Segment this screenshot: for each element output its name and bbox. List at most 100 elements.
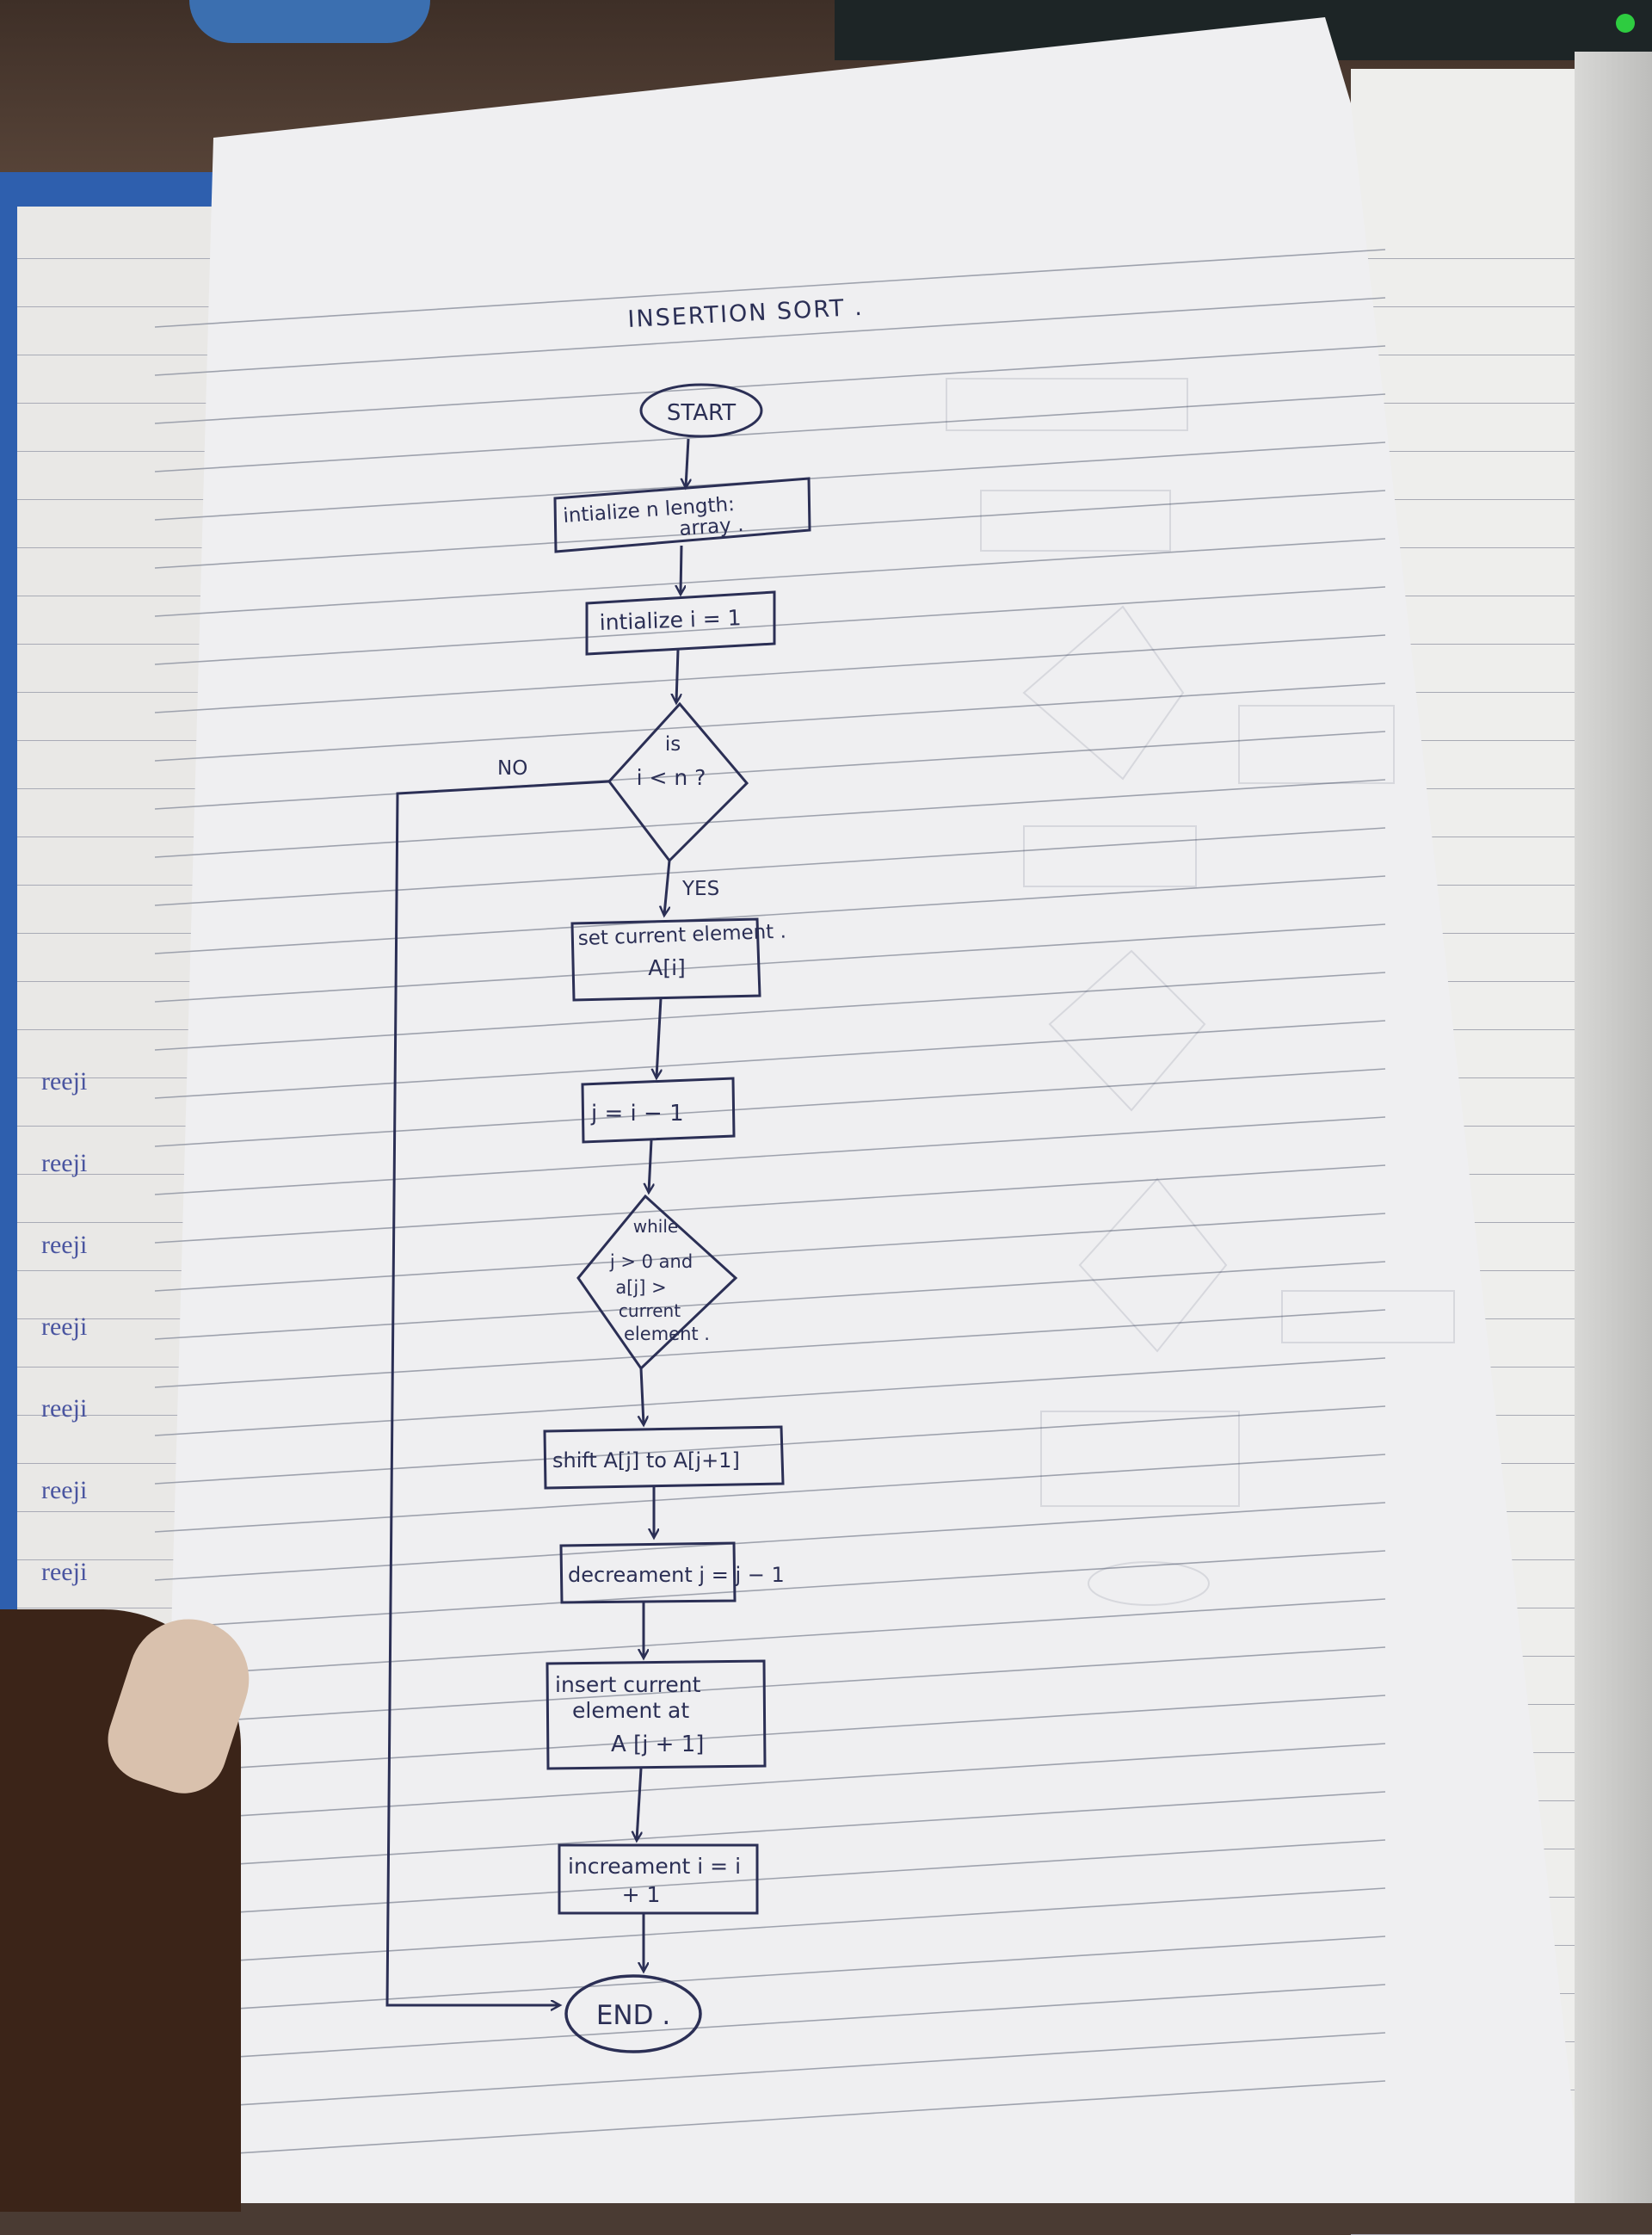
ruled-line [17, 1029, 224, 1030]
insert-line1: insert current [555, 1672, 701, 1697]
ruled-line [154, 393, 1386, 472]
edge-arrow [676, 649, 678, 702]
ruled-line [1351, 1415, 1652, 1416]
ruled-line [1351, 1174, 1652, 1175]
ruled-line [1351, 1029, 1652, 1030]
page-tab-text: reeji [41, 1394, 88, 1423]
ruled-line [154, 779, 1386, 858]
ruled-line [1351, 306, 1652, 307]
edge-arrow [649, 1139, 651, 1192]
ruled-line [154, 1598, 1386, 1677]
insert-box [546, 1659, 767, 1770]
ruled-line [154, 634, 1386, 713]
ruled-line [154, 731, 1386, 810]
ruled-line [17, 885, 224, 886]
ruled-line [1351, 451, 1652, 452]
ruled-line [154, 1550, 1386, 1629]
increment-line2: + 1 [622, 1882, 661, 1907]
while-line3: a[j] > [615, 1277, 666, 1298]
decision-i-line1: is [665, 733, 681, 756]
ruled-line [17, 1222, 224, 1223]
ruled-line [1351, 499, 1652, 500]
ruled-lines [154, 249, 1386, 2159]
set-current-line2: A[i] [648, 955, 686, 980]
ruled-line [17, 499, 224, 500]
yes-label: YES [681, 878, 719, 900]
edge-arrow [664, 860, 671, 915]
ruled-line [154, 1309, 1386, 1388]
ruled-line [17, 1367, 224, 1368]
ruled-line [1351, 1270, 1652, 1271]
ruled-line [154, 2080, 1386, 2159]
ruled-line [17, 1463, 224, 1464]
ruled-line [17, 1511, 224, 1512]
ruled-line [154, 538, 1386, 617]
status-light-icon [1616, 14, 1635, 33]
ruled-line [17, 788, 224, 789]
ruled-line [1351, 981, 1652, 982]
insert-line2: element at [572, 1698, 689, 1723]
ruled-line [154, 1839, 1386, 1918]
ruled-line [1351, 1367, 1652, 1368]
ruled-line [154, 875, 1386, 954]
ruled-line [154, 1887, 1386, 1966]
ruled-line [1351, 1077, 1652, 1078]
ruled-line [17, 644, 224, 645]
ruled-line [17, 1559, 224, 1560]
while-line4: current [619, 1300, 681, 1321]
ruled-line [154, 1116, 1386, 1195]
ruled-line [154, 923, 1386, 1003]
ruled-line [17, 451, 224, 452]
assign-j-box [581, 1077, 736, 1144]
set-current-box [570, 917, 761, 1002]
ruled-line [1351, 740, 1652, 741]
ruled-line [1351, 692, 1652, 693]
while-line1: while [633, 1216, 678, 1237]
ruled-line [17, 1174, 224, 1175]
ruled-line [154, 1213, 1386, 1292]
ruled-line [1351, 644, 1652, 645]
ruled-line [154, 827, 1386, 906]
init-i-label: intialize i = 1 [599, 605, 742, 635]
ruled-line [154, 1454, 1386, 1533]
decrement-label: decreament j = j − 1 [568, 1563, 785, 1587]
ruled-line [154, 1936, 1386, 2015]
ruled-line [17, 258, 224, 259]
ruled-line [154, 1695, 1386, 1774]
start-terminal [639, 383, 763, 438]
ruled-line [17, 547, 224, 548]
assign-j-label: j = i − 1 [590, 1101, 684, 1127]
ruled-line [17, 933, 224, 934]
no-label: NO [497, 757, 527, 780]
ruled-line [1351, 788, 1652, 789]
init-length-line2: array . [679, 514, 745, 540]
ruled-line [154, 1646, 1386, 1726]
ruled-line [154, 249, 1386, 328]
ruled-line [154, 1502, 1386, 1581]
ruled-line [154, 345, 1386, 424]
ruled-line [17, 1270, 224, 1271]
ruled-line [154, 1020, 1386, 1099]
while-line2: j > 0 and [609, 1251, 693, 1272]
ruled-line [17, 1077, 224, 1078]
init-i-box [585, 590, 776, 656]
page-tab-text: reeji [41, 1558, 88, 1586]
no-branch-line [385, 780, 610, 2005]
ruled-line [154, 1791, 1386, 1870]
ruled-line [17, 306, 224, 307]
end-terminal [564, 1974, 702, 2053]
end-label: END . [596, 2000, 670, 2031]
edge-arrow [641, 1368, 644, 1424]
page-tab-text: reeji [41, 1149, 88, 1177]
shift-label: shift A[j] to A[j+1] [552, 1448, 740, 1473]
ruled-line [154, 1405, 1386, 1485]
page-tab-text: reeji [41, 1476, 88, 1504]
ruled-line [1351, 258, 1652, 259]
blue-object [189, 0, 430, 43]
ruled-line [1351, 933, 1652, 934]
while-line5: element . [624, 1324, 710, 1344]
page-tab-text: reeji [41, 1067, 88, 1096]
ruled-line [154, 1357, 1386, 1436]
ruled-line [154, 972, 1386, 1051]
edge-arrow [656, 997, 661, 1077]
